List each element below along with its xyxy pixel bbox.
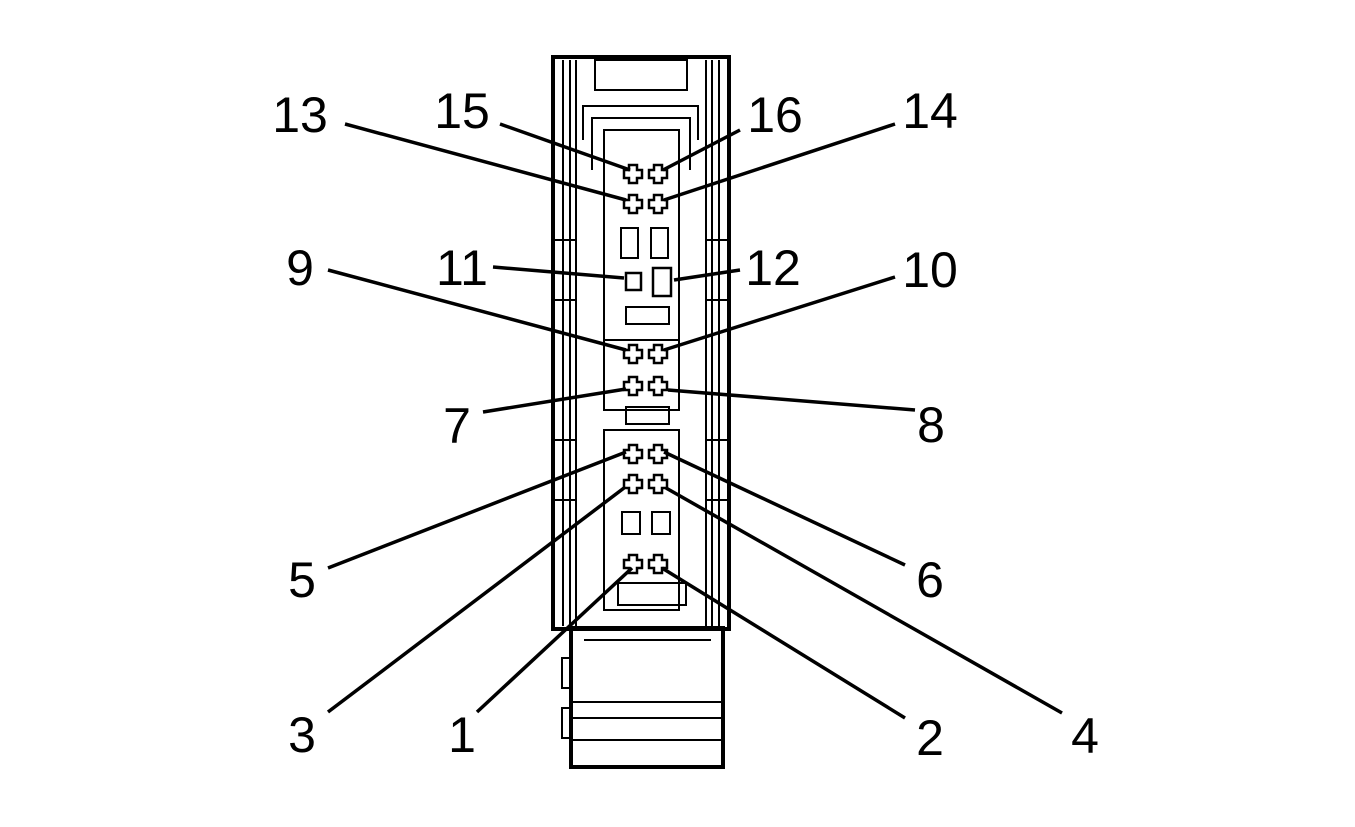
leader-line xyxy=(344,122,627,202)
terminal-cavity xyxy=(622,375,644,397)
pin-label-6: 6 xyxy=(916,552,944,608)
leader-line xyxy=(327,268,627,352)
terminal-cavity xyxy=(651,266,673,298)
pin-label-2: 2 xyxy=(916,710,944,766)
terminal-cavity xyxy=(647,163,669,185)
pin-label-3: 3 xyxy=(288,707,316,763)
pin-label-15: 15 xyxy=(434,83,490,139)
pin-label-12: 12 xyxy=(745,240,801,296)
leader-line xyxy=(673,268,741,282)
terminal-cavity xyxy=(622,343,644,365)
terminal-cavity xyxy=(647,473,669,495)
pin-label-16: 16 xyxy=(747,87,803,143)
pin-label-10: 10 xyxy=(902,242,958,298)
pin-label-8: 8 xyxy=(917,397,945,453)
leader-line xyxy=(482,387,627,414)
connector-housing xyxy=(551,55,731,769)
leader-line xyxy=(663,275,896,352)
leader-line xyxy=(661,566,906,720)
leader-line xyxy=(327,450,627,570)
terminal-cavity xyxy=(647,443,669,465)
leader-line xyxy=(665,486,1063,715)
terminal-cavity xyxy=(647,343,669,365)
terminal-cavity xyxy=(622,163,644,185)
leader-line xyxy=(662,128,741,172)
leader-line xyxy=(663,122,896,202)
terminal-cavity xyxy=(647,375,669,397)
terminal-cavity xyxy=(622,443,644,465)
pin-label-11: 11 xyxy=(436,240,488,296)
terminal-cavity xyxy=(622,473,644,495)
pin-label-1: 1 xyxy=(448,707,476,763)
leader-line xyxy=(667,388,916,412)
pin-label-5: 5 xyxy=(288,552,316,608)
leader-line xyxy=(499,122,631,172)
pin-label-4: 4 xyxy=(1071,708,1099,764)
leader-line xyxy=(663,450,906,567)
pin-label-9: 9 xyxy=(286,240,314,296)
pin-label-13: 13 xyxy=(272,87,328,143)
terminal-cavity xyxy=(647,553,669,575)
leader-line xyxy=(492,265,625,280)
leader-line xyxy=(326,486,626,714)
pin-label-7: 7 xyxy=(443,398,471,454)
pin-labels: 13 15 16 14 9 11 12 10 7 8 5 6 3 1 2 4 xyxy=(272,83,1099,766)
leader-line xyxy=(475,566,634,714)
terminal-cavity xyxy=(622,553,644,575)
terminal-cavity xyxy=(622,193,644,215)
leader-lines xyxy=(326,122,1063,720)
terminal-cavity xyxy=(647,193,669,215)
terminal-cavity xyxy=(624,271,643,292)
pin-label-14: 14 xyxy=(902,83,958,139)
terminal-cavities xyxy=(622,163,673,575)
